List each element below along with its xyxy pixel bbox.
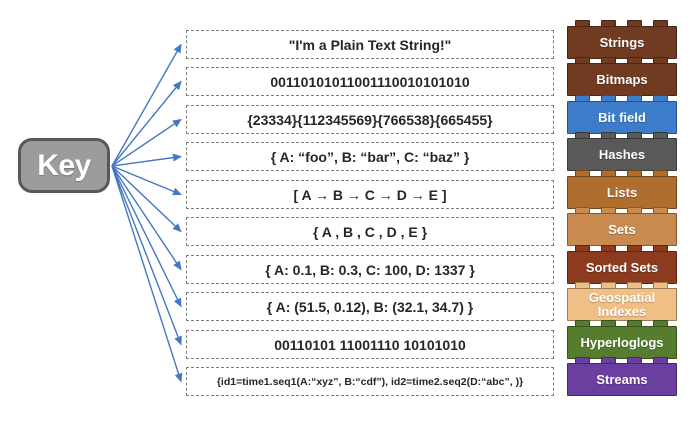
brick-body: Streams <box>567 363 677 396</box>
brick-body: Bit field <box>567 101 677 134</box>
brick-hashes: Hashes <box>567 132 677 171</box>
brick-strings: Strings <box>567 20 677 59</box>
key-node: Key <box>18 138 110 193</box>
brick-geospatial: Geospatial Indexes <box>567 282 677 321</box>
value-box-streams: {id1=time1.seq1(A:“xyz”, B:“cdf”), id2=t… <box>186 367 554 396</box>
value-box-geospatial: { A: (51.5, 0.12), B: (32.1, 34.7) } <box>186 292 554 321</box>
brick-body: Bitmaps <box>567 63 677 96</box>
brick-streams: Streams <box>567 357 677 396</box>
brick-label-streams: Streams <box>596 371 648 387</box>
brick-label-strings: Strings <box>599 34 645 50</box>
brick-label-geospatial: Geospatial Indexes <box>588 289 656 319</box>
brick-bitfield: Bit field <box>567 95 677 134</box>
value-box-sorted-sets: { A: 0.1, B: 0.3, C: 100, D: 1337 } <box>186 255 554 284</box>
value-box-bitfield: {23334}{112345569}{766538}{665455} <box>186 105 554 134</box>
brick-sorted-sets: Sorted Sets <box>567 245 677 284</box>
brick-label-bitmaps: Bitmaps <box>596 71 648 87</box>
brick-body: Sorted Sets <box>567 251 677 284</box>
value-box-hashes: { A: “foo”, B: “bar”, C: “baz” } <box>186 142 554 171</box>
brick-label-lists: Lists <box>606 184 638 200</box>
brick-bitmaps: Bitmaps <box>567 57 677 96</box>
brick-label-sets: Sets <box>608 221 636 237</box>
brick-body: Geospatial Indexes <box>567 288 677 321</box>
value-box-bitmaps: 00110101011001110010101010 <box>186 67 554 96</box>
brick-label-hashes: Hashes <box>598 146 646 162</box>
value-box-strings: "I'm a Plain Text String!" <box>186 30 554 59</box>
value-box-sets: { A , B , C , D , E } <box>186 217 554 246</box>
brick-label-sorted-sets: Sorted Sets <box>585 259 659 275</box>
value-box-lists: [ A → B → C → D → E ] <box>186 180 554 209</box>
brick-body: Strings <box>567 26 677 59</box>
brick-body: Sets <box>567 213 677 246</box>
brick-label-bitfield: Bit field <box>598 109 646 125</box>
brick-body: Hyperloglogs <box>567 326 677 359</box>
brick-label-hyperloglogs: Hyperloglogs <box>580 334 664 350</box>
brick-body: Hashes <box>567 138 677 171</box>
brick-sets: Sets <box>567 207 677 246</box>
brick-hyperloglogs: Hyperloglogs <box>567 320 677 359</box>
brick-lists: Lists <box>567 170 677 209</box>
value-box-hyperloglogs: 00110101 11001110 10101010 <box>186 330 554 359</box>
brick-body: Lists <box>567 176 677 209</box>
key-label: Key <box>37 148 91 182</box>
